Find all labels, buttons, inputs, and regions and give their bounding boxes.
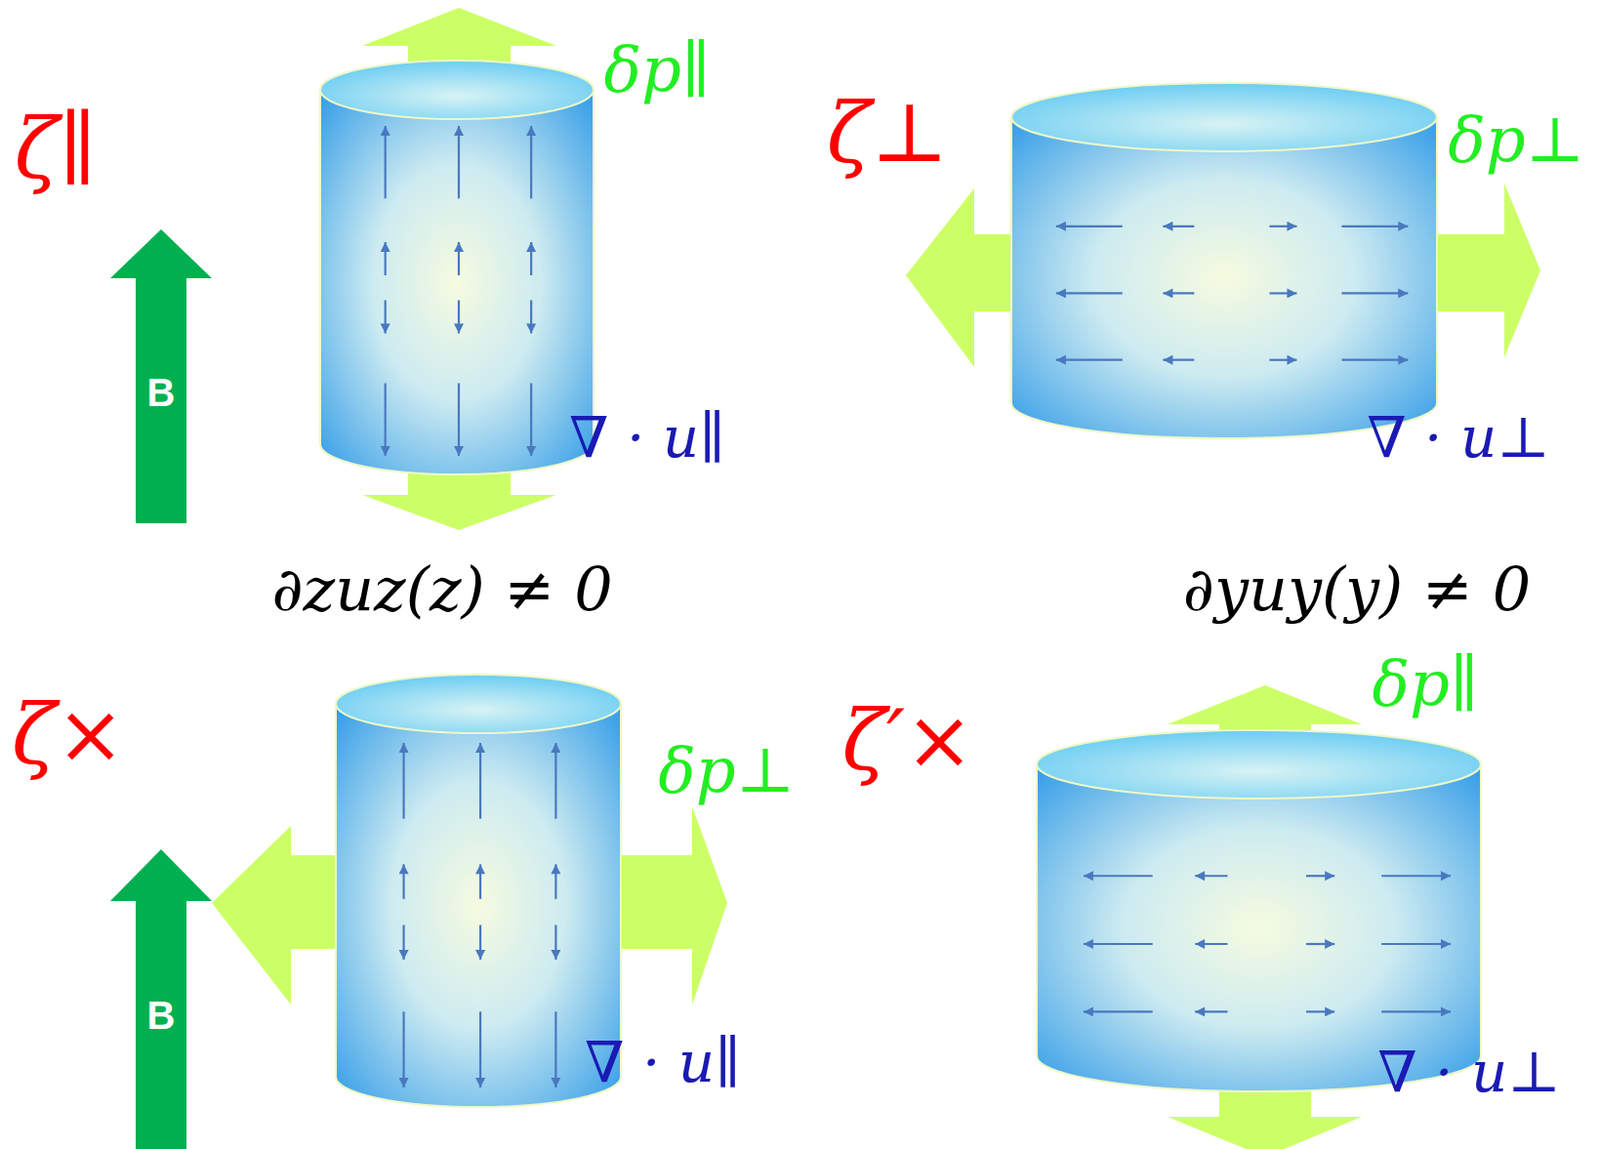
viscosity-symbol: ζ× (11, 689, 125, 780)
cylinder-body (320, 89, 594, 475)
flow-arrow (402, 1011, 405, 1088)
pressure-arrow (1425, 183, 1541, 358)
field-arrow-shape (110, 229, 212, 524)
viscosity-symbol: ζ∥ (14, 103, 97, 194)
flow-arrow (384, 383, 387, 456)
flow-arrow (1269, 359, 1297, 362)
flow-arrow (1269, 291, 1297, 294)
flow-arrow (1056, 359, 1123, 362)
flow-arrow (402, 863, 405, 900)
shape-outline (334, 673, 622, 1108)
shape-outline (1010, 82, 1438, 439)
field-arrow-shape (110, 849, 212, 1149)
flow-arrow (479, 1011, 482, 1088)
gradient-condition: ∂zuz(z) ≠ 0 (271, 556, 613, 623)
shape-outline (1035, 729, 1482, 1092)
flow-arrow (1194, 943, 1228, 945)
divergence-label: ∇ · u∥ (584, 1031, 741, 1095)
flow-arrow (1381, 1010, 1451, 1013)
flow-arrow (530, 300, 533, 334)
flow-arrow (1162, 291, 1194, 294)
flow-arrow (402, 925, 405, 961)
flow-arrow (1083, 1010, 1153, 1013)
pressure-label: δp∥ (1371, 649, 1478, 718)
flow-arrow (1194, 1010, 1228, 1013)
divergence-label: ∇ · u∥ (569, 407, 726, 470)
flow-arrow (1194, 874, 1228, 877)
fluid-cylinder: ∇ · u⊥ (1035, 729, 1482, 1092)
flow-arrow (554, 742, 557, 820)
flow-arrow (1083, 943, 1153, 945)
flow-arrow (1381, 874, 1451, 877)
fluid-cylinder: ∇ · u⊥ (1010, 82, 1438, 439)
flow-arrow (402, 742, 405, 820)
flow-arrow (384, 125, 387, 199)
shape-outline (319, 59, 595, 475)
flow-arrow (1306, 874, 1335, 877)
flow-arrow (1056, 225, 1123, 228)
flow-arrow (479, 742, 482, 820)
flow-arrow (554, 863, 557, 900)
viscosity-symbol: ζ′× (842, 695, 975, 785)
pressure-arrow (211, 825, 352, 1005)
flow-arrow (1341, 225, 1408, 228)
fluid-cylinder: ∇ · u∥ (334, 673, 622, 1108)
fluid-cylinder: ∇ · u∥ (319, 59, 595, 475)
flow-arrow (479, 925, 482, 961)
field-label: B (147, 370, 176, 414)
flow-arrow (1341, 359, 1408, 362)
flow-arrow (384, 242, 387, 276)
flow-arrow (530, 125, 533, 199)
cylinder-body (335, 703, 621, 1108)
flow-arrow (457, 125, 460, 199)
divergence-label: ∇ · u⊥ (1377, 1041, 1561, 1105)
cylinder-top (320, 60, 594, 120)
field-arrow: B (110, 229, 212, 524)
pressure-label: δp∥ (603, 35, 710, 104)
viscosity-symbol: ζ⊥ (826, 87, 949, 178)
flow-arrow (384, 300, 387, 334)
field-arrow: B (110, 849, 212, 1149)
flow-arrow (457, 300, 460, 334)
cylinder-top (335, 674, 621, 734)
flow-arrow (1306, 1010, 1335, 1013)
cylinder-top (1011, 82, 1437, 152)
flow-arrow (530, 242, 533, 276)
cylinder-body (1011, 117, 1437, 439)
flow-arrow (554, 925, 557, 961)
flow-arrow (457, 383, 460, 456)
pressure-arrow (610, 806, 728, 1005)
pressure-label: δp⊥ (657, 736, 795, 805)
pressure-arrow (905, 188, 1026, 368)
divergence-label: ∇ · u⊥ (1366, 407, 1551, 470)
flow-arrow (1162, 359, 1194, 362)
flow-arrow (1306, 943, 1335, 945)
pressure-label: δp⊥ (1447, 105, 1585, 174)
flow-arrow (554, 1011, 557, 1088)
flow-arrow (1381, 943, 1451, 945)
flow-arrow (1341, 291, 1408, 294)
flow-arrow (1162, 225, 1194, 228)
flow-arrow (1083, 874, 1153, 877)
flow-arrow (530, 383, 533, 456)
flow-arrow (1056, 291, 1123, 294)
cylinder-top (1036, 730, 1481, 799)
flow-arrow (457, 242, 460, 276)
flow-arrow (1269, 225, 1297, 228)
flow-arrow (479, 863, 482, 900)
gradient-condition: ∂yuy(y) ≠ 0 (1183, 556, 1531, 623)
field-label: B (147, 993, 176, 1037)
